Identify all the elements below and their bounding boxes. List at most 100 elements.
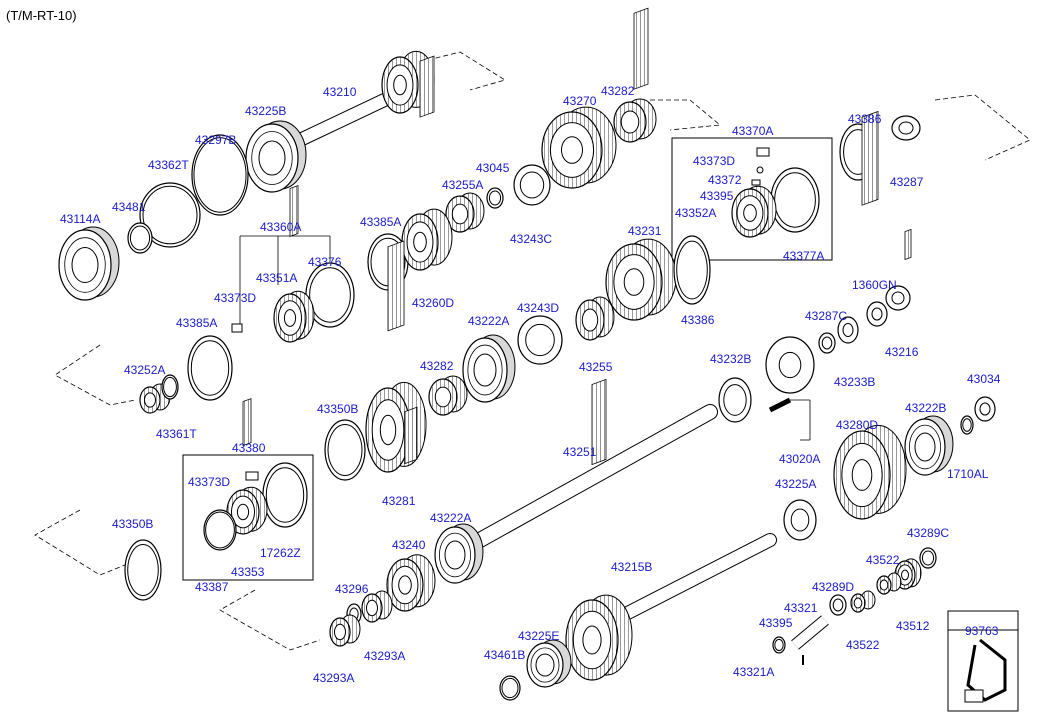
hub-43353 [226,398,268,535]
part-label-43222b[interactable]: 43222B [905,401,946,415]
needle-43255a [445,192,485,233]
key-43373d-mid [231,323,243,333]
part-label-43373d_mid[interactable]: 43373D [214,291,256,305]
bearing-43225e [526,639,572,688]
part-label-43361t[interactable]: 43361T [156,427,197,441]
spring-43387 [203,509,237,551]
nut-43034 [974,396,996,422]
part-label-43233b[interactable]: 43233B [834,375,875,389]
part-label-43260d[interactable]: 43260D [412,296,454,310]
part-label-43225b[interactable]: 43225B [245,104,286,118]
part-label-43210[interactable]: 43210 [323,85,357,99]
sleeve-43376 [305,262,355,328]
part-label-43240[interactable]: 43240 [392,538,426,552]
part-label-43251[interactable]: 43251 [563,445,597,459]
ring-43481 [127,222,153,254]
part-label-43287c[interactable]: 43287C [805,309,847,323]
part-label-43270[interactable]: 43270 [563,94,597,108]
part-label-43481[interactable]: 43481 [112,200,146,214]
part-label-43222a_low[interactable]: 43222A [430,511,471,525]
part-label-43370a[interactable]: 43370A [732,124,773,138]
part-label-43385a_mid[interactable]: 43385A [176,316,217,330]
part-label-43522_b[interactable]: 43522 [846,638,880,652]
part-label-1710al[interactable]: 1710AL [947,467,989,481]
part-label-43243d[interactable]: 43243D [517,301,559,315]
part-label-43225a[interactable]: 43225A [775,477,816,491]
part-label-43362t[interactable]: 43362T [148,158,189,172]
part-label-43387[interactable]: 43387 [195,580,229,594]
part-label-43034[interactable]: 43034 [967,372,1001,386]
part-label-17262z[interactable]: 17262Z [260,546,301,560]
needle-43293a-a [361,590,393,623]
part-label-43282_mid[interactable]: 43282 [420,359,454,373]
part-label-43281[interactable]: 43281 [382,494,416,508]
part-label-43321[interactable]: 43321 [784,601,818,615]
part-label-43255a[interactable]: 43255A [442,178,483,192]
part-label-43385a_top[interactable]: 43385A [360,215,401,229]
collar-43243c [513,164,551,206]
ring-43045 [486,187,504,209]
ring-43350b-top [324,419,366,481]
nut-43287 [891,115,921,141]
part-label-43522_a[interactable]: 43522 [866,553,900,567]
part-label-43296[interactable]: 43296 [335,582,369,596]
part-label-43373d_top[interactable]: 43373D [693,154,735,168]
part-label-43255[interactable]: 43255 [579,360,613,374]
key-43373d-top [756,147,770,157]
part-label-43380[interactable]: 43380 [232,441,266,455]
needle-43522-b [850,590,876,613]
part-label-43373d_low[interactable]: 43373D [188,475,230,489]
part-label-43377a[interactable]: 43377A [783,249,824,263]
part-label-43321a[interactable]: 43321A [733,665,774,679]
guide-lines [34,51,1031,651]
ring-43386-mid [673,235,711,305]
part-label-43297b[interactable]: 43297B [195,133,236,147]
part-label-43289d[interactable]: 43289D [812,580,854,594]
part-label-43350b_low[interactable]: 43350B [112,517,153,531]
part-label-93763[interactable]: 93763 [965,624,999,638]
harness-93763 [966,638,1007,702]
part-label-43386_mid[interactable]: 43386 [681,313,715,327]
part-label-43225e[interactable]: 43225E [518,629,559,643]
bearing-43225b [245,120,307,193]
gear-43240 [386,406,436,612]
part-label-43376[interactable]: 43376 [308,255,342,269]
needle-43293a-b [329,614,361,647]
part-label-43114a[interactable]: 43114A [60,212,100,226]
part-label-43293a_b[interactable]: 43293A [313,671,354,685]
spring-43395-top [751,179,761,186]
ring-43395-low [772,636,786,654]
part-label-43351a[interactable]: 43351A [256,271,297,285]
part-label-43280d[interactable]: 43280D [836,418,878,432]
part-label-43353[interactable]: 43353 [231,565,265,579]
part-label-43222a_top[interactable]: 43222A [468,314,509,328]
part-label-43252a[interactable]: 43252A [124,363,165,377]
gear-43281 [365,240,427,473]
part-label-43287[interactable]: 43287 [890,175,924,189]
part-label-43232b[interactable]: 43232B [710,352,751,366]
part-label-43243c[interactable]: 43243C [510,232,552,246]
part-label-43350b_top[interactable]: 43350B [317,402,358,416]
bearing-43222b [904,415,954,476]
part-label-43512[interactable]: 43512 [896,619,930,633]
part-label-43289c[interactable]: 43289C [907,526,949,540]
bolt-43020a [768,397,792,413]
part-label-43352a[interactable]: 43352A [675,206,716,220]
part-label-1360gn[interactable]: 1360GN [852,278,897,292]
part-label-43231[interactable]: 43231 [628,224,662,238]
part-label-43020a[interactable]: 43020A [779,452,820,466]
part-label-43395_top[interactable]: 43395 [700,189,734,203]
gear-43215b-part [565,378,633,681]
part-label-43215b[interactable]: 43215B [611,560,652,574]
part-label-43461b[interactable]: 43461B [484,648,525,662]
part-label-43372[interactable]: 43372 [708,173,742,187]
part-label-43045[interactable]: 43045 [476,161,510,175]
part-label-43282_top[interactable]: 43282 [601,84,635,98]
hub-43351a [273,184,315,343]
part-label-43386_top[interactable]: 43386 [848,112,882,126]
part-label-43395_low[interactable]: 43395 [759,616,793,630]
part-label-43216[interactable]: 43216 [885,345,919,359]
part-label-43360a[interactable]: 43360A [260,220,301,234]
part-label-43293a_a[interactable]: 43293A [364,649,405,663]
